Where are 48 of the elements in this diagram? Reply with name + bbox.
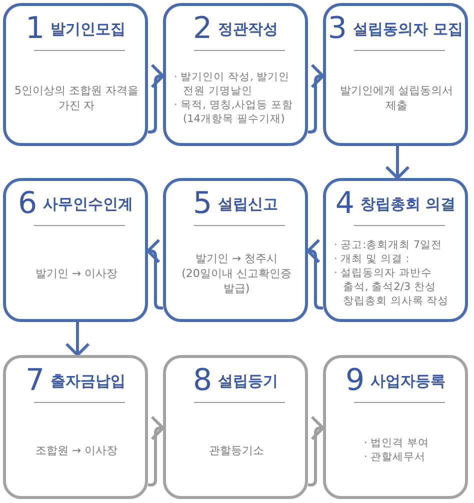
step-box <box>163 178 308 322</box>
step-description: 발기인에게 설립동의서 제출 <box>338 82 454 112</box>
step-number: 9 <box>345 362 365 400</box>
step-number: 1 <box>25 10 45 48</box>
bullet-item: · 개최 및 의결 : <box>334 252 410 266</box>
arrow <box>146 238 163 310</box>
step-box <box>323 355 468 499</box>
bullet-item: · 발기인이 작성, 발기인 전원 기명날인 <box>174 70 291 98</box>
arrow <box>148 416 164 486</box>
step-description: 조합원 → 이사장 <box>35 442 118 458</box>
arrow <box>308 64 324 134</box>
step-description: 발기인 → 이사장 <box>35 266 118 280</box>
step-number: 8 <box>192 362 212 400</box>
step-box <box>3 355 148 499</box>
step-number: 2 <box>192 10 212 48</box>
bullet-item: · 법인격 부여 <box>364 436 429 450</box>
step-title: 사업자등록 <box>370 372 446 390</box>
step-title: 출자금납입 <box>50 372 126 390</box>
step-title: 사무인수인계 <box>43 194 134 214</box>
step-title: 발기인모집 <box>50 20 126 38</box>
bullet-item: · 설립동의자 과반수 출석, 출석2/3 찬성 창립총회 의사록 작성 <box>334 266 450 308</box>
step-description: 5인이상의 조합원 자격을 가진 자 <box>14 82 139 112</box>
arrow <box>385 146 410 180</box>
step-box <box>323 3 468 146</box>
step-box <box>163 355 308 499</box>
step-title: 설립신고 <box>218 194 278 214</box>
step-title: 정관작성 <box>218 20 278 38</box>
arrow <box>148 64 164 134</box>
arrow <box>306 238 323 310</box>
step-title: 창립총회 의결 <box>360 194 456 214</box>
bullet-item: · 관할세무서 <box>364 450 427 464</box>
arrow <box>65 322 90 356</box>
step-description: 관할등기소 <box>209 442 264 458</box>
step-number: 4 <box>335 185 354 223</box>
step-title: 설립등기 <box>218 372 278 390</box>
step-box <box>163 3 308 146</box>
step-number: 7 <box>25 362 45 400</box>
bullet-item: · 목적, 명칭,사업등 포함 (14개항목 필수기재) <box>174 98 294 126</box>
step-number: 6 <box>18 185 38 223</box>
step-number: 3 <box>328 10 347 48</box>
step-box <box>323 178 468 322</box>
step-box <box>3 3 148 146</box>
bullet-item: · 공고:총회개최 7일전 <box>334 238 442 252</box>
step-number: 5 <box>192 185 212 223</box>
arrow <box>308 416 324 486</box>
step-description: 발기인 → 청주시 (20일이내 신고확인증 발급) <box>180 250 292 296</box>
step-title: 설립동의자 모집 <box>352 20 464 38</box>
step-box <box>3 178 148 322</box>
